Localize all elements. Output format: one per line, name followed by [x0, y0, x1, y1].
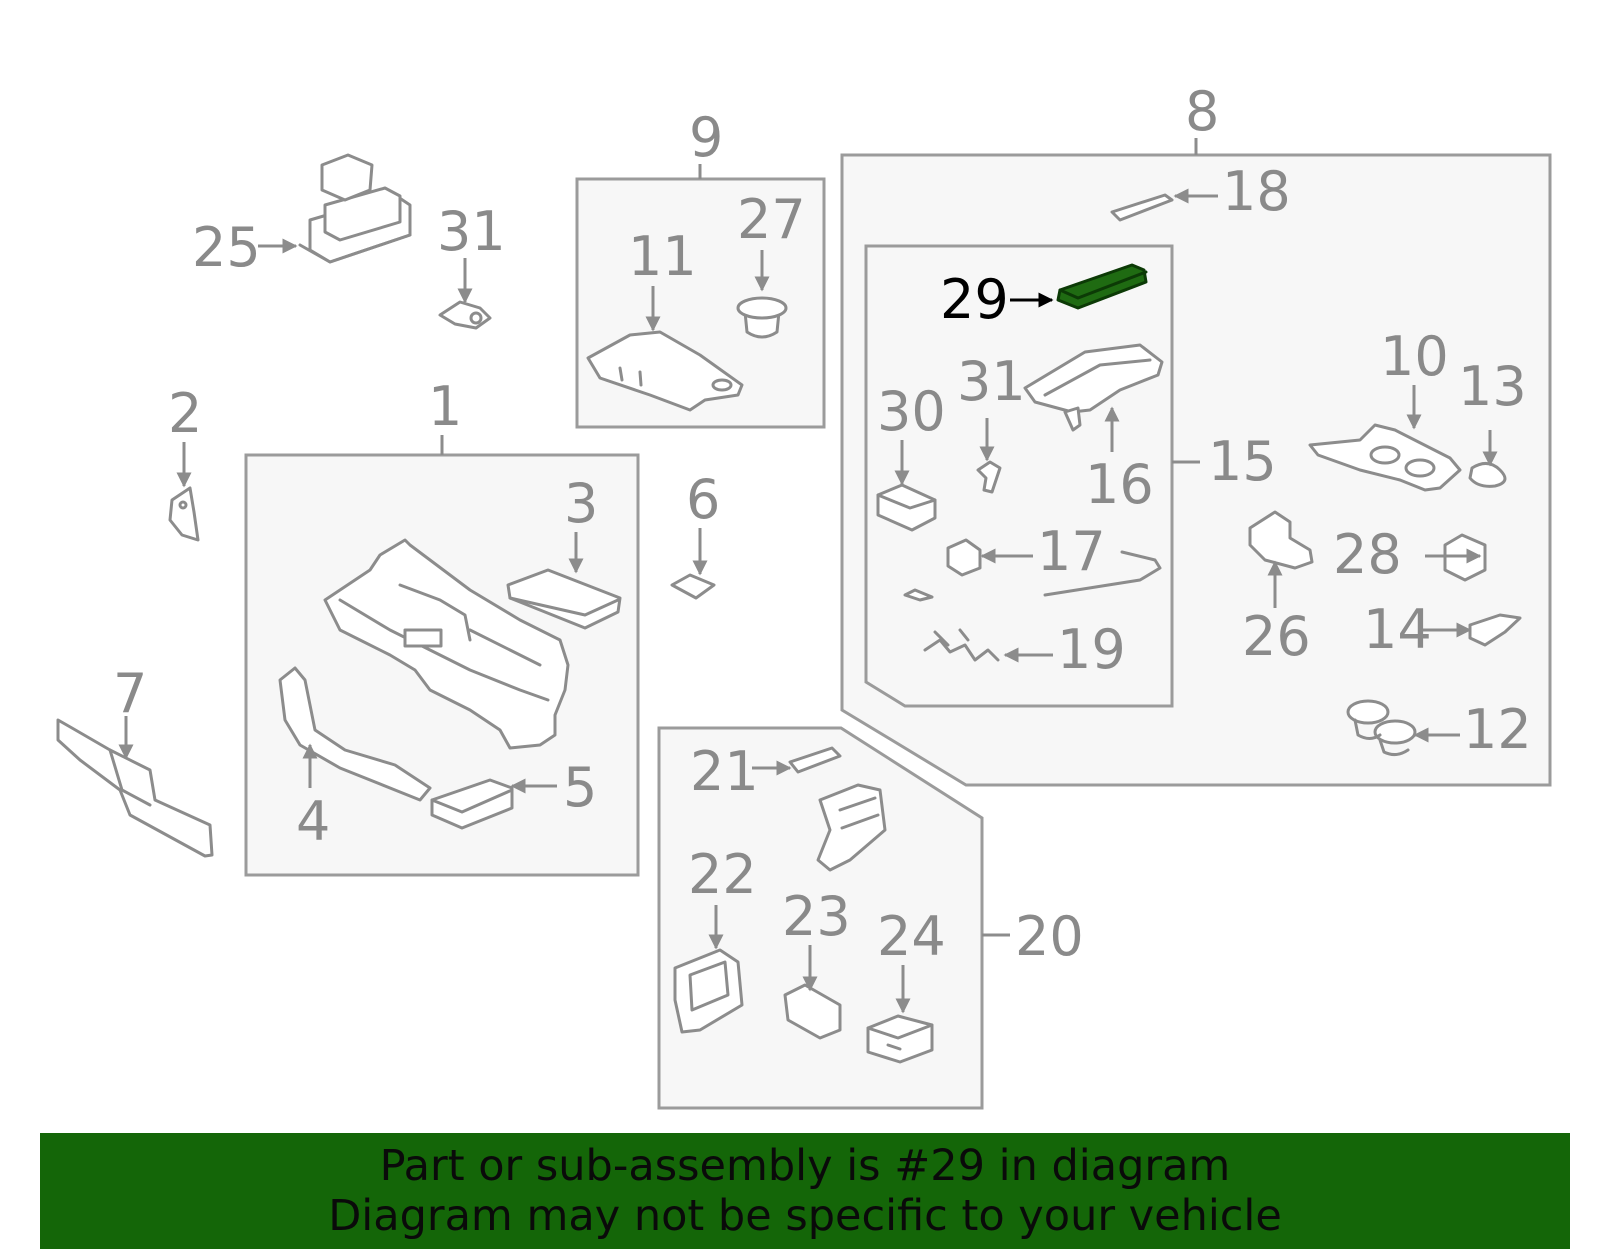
- callout-24: 24: [877, 905, 946, 968]
- part-18-strip: [1110, 193, 1174, 222]
- leader-lines: [118, 188, 1498, 1014]
- part-24-box: [866, 1014, 934, 1064]
- callout-30: 30: [877, 380, 946, 443]
- callout-2: 2: [168, 382, 202, 445]
- part-29-highlighted: [1056, 263, 1148, 310]
- part-10-plate: [1308, 423, 1462, 492]
- part-21-switch: [788, 746, 842, 774]
- part-31-clip: [438, 300, 492, 330]
- part-4-duct: [278, 666, 432, 802]
- callout-14: 14: [1363, 598, 1432, 661]
- callout-1: 1: [428, 375, 462, 438]
- callout-7: 7: [113, 662, 147, 725]
- part-7-trim-panel: [56, 718, 214, 858]
- part-22-module: [673, 948, 744, 1034]
- part-27-cup: [736, 296, 788, 339]
- part-25-shifter: [298, 153, 412, 264]
- callout-11: 11: [628, 225, 697, 288]
- callout-25: 25: [192, 216, 261, 279]
- part-1-console: [323, 538, 570, 750]
- part-5-box: [430, 778, 514, 830]
- callout-10: 10: [1380, 325, 1449, 388]
- callout-23: 23: [782, 885, 851, 948]
- part-16-trim: [1023, 343, 1164, 432]
- callout-9: 9: [689, 106, 723, 169]
- callout-18: 18: [1222, 160, 1291, 223]
- callout-12: 12: [1463, 698, 1532, 761]
- callout-19: 19: [1057, 618, 1126, 681]
- callout-17: 17: [1037, 520, 1106, 583]
- callout-3: 3: [564, 472, 598, 535]
- info-banner: Part or sub-assembly is #29 in diagram D…: [40, 1133, 1570, 1249]
- part-14-bracket: [1468, 613, 1522, 647]
- callout-21: 21: [690, 740, 759, 803]
- callout-27: 27: [737, 188, 806, 251]
- banner-line-1: Part or sub-assembly is #29 in diagram: [379, 1141, 1231, 1191]
- callout-6: 6: [686, 468, 720, 531]
- part-31b-clip: [976, 460, 1002, 494]
- part-3-lid: [506, 568, 622, 630]
- part-17-connector: [946, 538, 982, 577]
- callout-31b: 31: [957, 350, 1026, 413]
- part-20-bracket: [816, 783, 887, 872]
- part-6-pad: [670, 573, 716, 600]
- banner-line-2: Diagram may not be specific to your vehi…: [328, 1191, 1282, 1241]
- callout-labels: 25 31 9 27 11 8 18 29 2 1 31 30 10 13 16…: [113, 80, 1532, 968]
- part-2-bracket: [168, 486, 200, 542]
- callout-15: 15: [1208, 430, 1277, 493]
- callout-28: 28: [1333, 523, 1402, 586]
- callout-8: 8: [1185, 80, 1219, 143]
- callout-4: 4: [296, 790, 330, 853]
- part-19-harness: [923, 628, 1000, 662]
- callout-31: 31: [437, 200, 506, 263]
- callout-29: 29: [940, 268, 1009, 331]
- part-11-panel: [586, 330, 744, 412]
- part-17c-wire: [1043, 550, 1162, 597]
- callout-20: 20: [1015, 905, 1084, 968]
- callout-13: 13: [1458, 355, 1527, 418]
- callout-16: 16: [1085, 453, 1154, 516]
- part-26-bracket: [1248, 510, 1314, 570]
- callout-26: 26: [1242, 605, 1311, 668]
- callout-22: 22: [688, 843, 757, 906]
- part-17b-clip: [903, 588, 934, 602]
- part-30-switch: [876, 483, 937, 532]
- callout-5: 5: [563, 756, 597, 819]
